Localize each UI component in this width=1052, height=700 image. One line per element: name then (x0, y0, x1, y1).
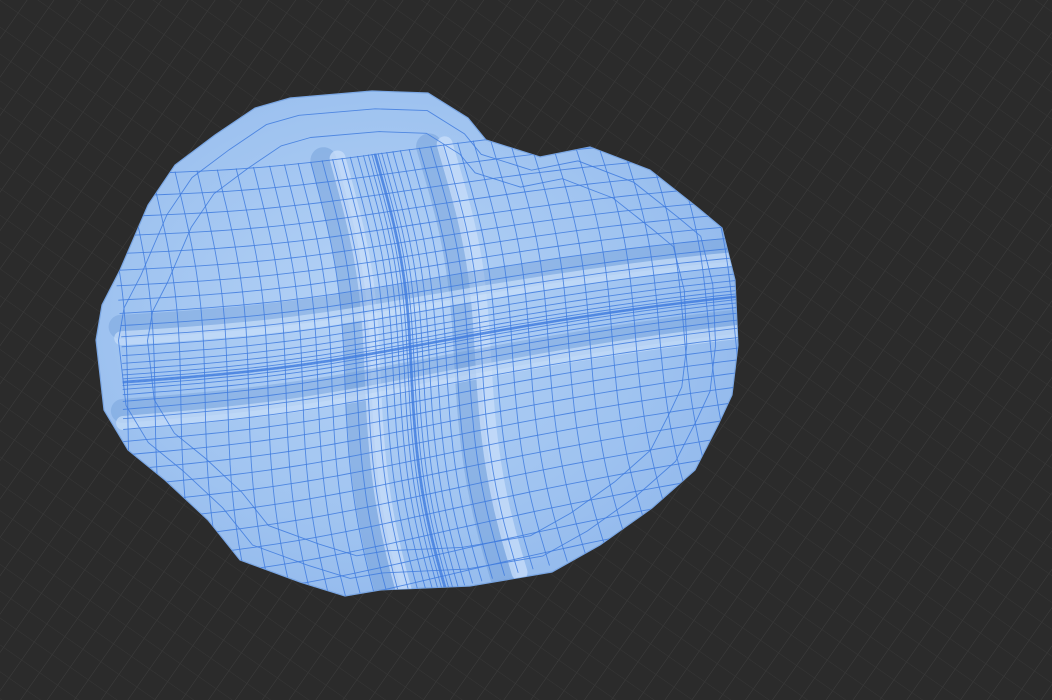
wire-edge-v-19 (122, 296, 738, 384)
wire-edge-v-11 (121, 265, 738, 348)
wire-edge-v-18 (122, 295, 738, 383)
wire-edge-v-29 (124, 370, 738, 471)
wire-edge-v-10 (121, 256, 738, 338)
wire-edge-v-16 (122, 292, 738, 380)
wire-edge-v-14 (122, 284, 738, 371)
wire-edge-v-32 (127, 414, 738, 523)
wire-edge-v-33 (130, 431, 738, 542)
wire-edge-v-9 (120, 247, 738, 327)
wire-edge-v-31 (126, 399, 738, 504)
wire-edge-v-34 (133, 449, 738, 563)
mesh-object[interactable] (95, 90, 787, 642)
wire-edge-v-27 (123, 346, 738, 443)
wire-edge-v-24 (122, 318, 738, 410)
wire-edge-v-2 (104, 155, 715, 218)
wire-rim-loop-0 (118, 108, 717, 579)
mesh-wireframe (96, 108, 738, 596)
wire-edge-v-30 (125, 384, 738, 487)
wire-edge-v-23 (122, 311, 738, 402)
wire-edge-v-4 (111, 186, 726, 255)
wire-edge-v-13 (122, 279, 738, 364)
wire-edge-v-26 (123, 335, 738, 430)
wire-edge-v-3 (108, 171, 721, 237)
wire-edge-v-15 (122, 289, 738, 376)
wire-edge-v-28 (123, 357, 738, 456)
wire-edge-v-6 (116, 213, 733, 287)
wire-edge-v-8 (119, 237, 738, 314)
wire-edge-v-21 (122, 301, 738, 390)
wire-edge-v-22 (122, 305, 738, 396)
wire-edge-v-7 (118, 225, 736, 301)
wire-edge-v-17 (122, 294, 738, 382)
wire-edge-v-25 (122, 326, 738, 420)
wire-rim-loop-1 (147, 131, 688, 557)
wire-edge-v-12 (121, 272, 738, 357)
wire-edge-v-20 (122, 298, 738, 386)
wire-edge-v-5 (114, 200, 730, 271)
